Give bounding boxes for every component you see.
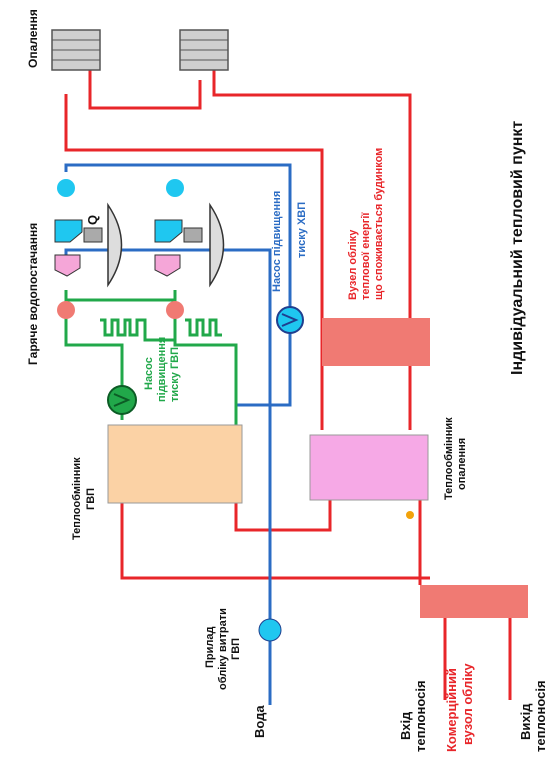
supply-label-2: теплоносія xyxy=(413,680,428,752)
sink-icon xyxy=(107,202,123,288)
cold-water-top-pipe xyxy=(64,163,292,300)
mixer-icon xyxy=(183,227,203,243)
dhw-return-pipe xyxy=(173,290,238,445)
cold-valve-icon xyxy=(166,179,184,197)
valve-dot-icon xyxy=(406,511,414,519)
heating-exchanger-label-1: Теплообмінник xyxy=(443,417,455,500)
dhw-exchanger-label-2: ГВП xyxy=(85,488,97,510)
water-label: Вода xyxy=(252,705,267,738)
tap-q-label: Q xyxy=(85,215,100,225)
dhw-flow-meter-icon xyxy=(258,618,282,642)
towel-heater-coil-1 xyxy=(100,318,175,342)
radiator-left xyxy=(51,29,101,71)
water-meter-label-2: обліку витрати xyxy=(217,608,229,690)
page-title: Індивідуальний тепловий пункт xyxy=(509,121,526,375)
water-meter-label-3: ГВП xyxy=(230,638,242,660)
heat-meter-label-3: що споживається будинком xyxy=(373,148,385,300)
heat-energy-meter-box xyxy=(322,318,430,366)
heating-return-pipe xyxy=(212,70,412,430)
dhw-exchanger-label-1: Теплообмінник xyxy=(71,457,83,540)
hot-valve-icon xyxy=(57,301,75,319)
supply-label-1: Вхід xyxy=(398,711,413,740)
return-label-2: теплоносія xyxy=(533,680,548,752)
commercial-meter-box xyxy=(420,585,528,618)
cold-pressure-pump xyxy=(276,306,304,334)
return-label-1: Вихід xyxy=(518,703,533,740)
hot-valve-icon xyxy=(166,301,184,319)
hot-pump-label-2: підвищення xyxy=(156,337,168,402)
hot-water-supply-label: Гаряче водопостачання xyxy=(26,223,40,365)
hot-water-fixture-right xyxy=(154,179,225,319)
hot-water-fixture-left xyxy=(54,179,123,319)
commercial-label-1: Комерційний xyxy=(444,668,459,752)
hot-pressure-pump xyxy=(107,385,137,415)
heating-exchanger-box xyxy=(309,434,429,501)
cold-pump-outlet-pipe xyxy=(236,300,292,407)
heating-supply-pipe xyxy=(64,94,324,430)
cold-pump-label-2: тиску ХВП xyxy=(296,202,308,258)
cold-valve-icon xyxy=(57,179,75,197)
towel-heater-coil-2 xyxy=(185,318,222,337)
radiator-link-pipe xyxy=(88,70,202,110)
radiator-right xyxy=(179,29,229,71)
mixer-icon xyxy=(83,227,103,243)
heat-meter-label-1: Вузел обліку xyxy=(347,229,359,300)
heating-label: Опалення xyxy=(26,9,40,68)
cold-pump-label-1: Насос підвищення xyxy=(271,191,283,292)
sink-icon xyxy=(209,202,225,288)
heat-meter-label-2: теплової енергії xyxy=(360,212,372,300)
commercial-label-2: вузол обліку xyxy=(460,663,475,745)
dhw-exchanger-box xyxy=(107,424,243,504)
heating-exchanger-label-2: опалення xyxy=(456,438,468,490)
water-meter-label-1: Прилад xyxy=(204,627,216,668)
hot-pump-label-1: Насос xyxy=(143,357,155,390)
hot-pump-label-3: тиску ГВП xyxy=(169,347,181,402)
